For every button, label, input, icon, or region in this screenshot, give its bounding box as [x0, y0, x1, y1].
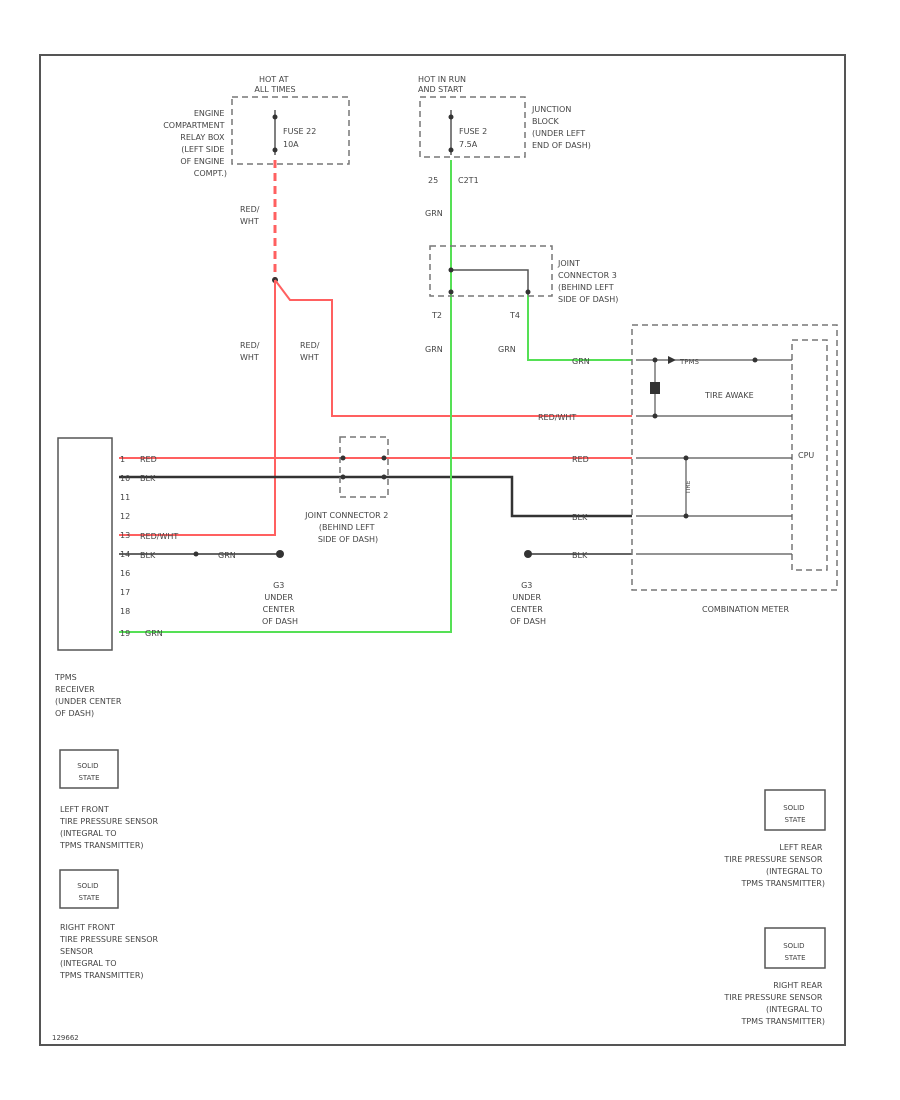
meter-cpu-box [791, 339, 828, 571]
tpms-pin-17: 17 [120, 588, 130, 597]
tpms-receiver-box [57, 437, 113, 651]
tpms-receiver-label: TPMS RECEIVER (UNDER CENTER OF DASH) [54, 673, 124, 718]
meter-node-1 [652, 357, 658, 363]
joint3-bus [451, 269, 529, 295]
red-meter-label: RED [572, 455, 589, 464]
t2-label: T2 [431, 311, 442, 320]
fuse2-node-top [448, 114, 454, 120]
meter-diode-icon [668, 356, 676, 364]
joint3-node-a [448, 267, 454, 273]
tpms-pin-14: 14 [120, 550, 130, 559]
meter-node-2 [652, 413, 658, 419]
tire-diode-label: TIRE [685, 480, 692, 495]
grn-d-label: GRN [572, 357, 590, 366]
hot-in-run-label: HOT IN RUN AND START [418, 75, 469, 94]
g3-left-ground-symbol [276, 550, 284, 558]
right-front-sensor-box [59, 869, 119, 909]
meter-node-4 [683, 513, 689, 519]
red-wire-to-meter [274, 279, 632, 417]
green-wire-to-meter [527, 295, 632, 361]
left-front-sensor-box-text: SOLID STATE [77, 762, 101, 782]
tpms-ground-node [193, 551, 199, 557]
tpms-pin-18: 18 [120, 607, 130, 616]
fuse2-node-bot [448, 147, 454, 153]
right-rear-sensor-label: RIGHT REAR TIRE PRESSURE SENSOR (INTEGRA… [723, 981, 825, 1026]
blk-meter-label: BLK [572, 513, 588, 522]
tpms-pin-16: 16 [120, 569, 130, 578]
tpms-blk-g-label: BLK [140, 551, 156, 560]
fuse22-label: FUSE 22 10A [283, 127, 319, 149]
grn-a-label: GRN [425, 209, 443, 218]
red-wht-top-label: RED/ WHT [240, 205, 262, 226]
diagram-frame [39, 54, 846, 1046]
joint-connector-2-label: JOINT CONNECTOR 2 (BEHIND LEFT SIDE OF D… [304, 511, 391, 544]
grn-b-label: GRN [425, 345, 443, 354]
left-rear-sensor-box [764, 789, 826, 831]
tpms-pin-12: 12 [120, 512, 130, 521]
tpms-pin-1: 1 [120, 455, 125, 464]
t4-label: T4 [509, 311, 520, 320]
tpms-redwht-label: RED/WHT [140, 532, 178, 541]
fuse22-node-top [272, 114, 278, 120]
g3-right-ground-symbol [524, 550, 532, 558]
right-front-sensor-label: RIGHT FRONT TIRE PRESSURE SENSOR SENSOR … [59, 923, 161, 980]
tpms-blk-label: BLK [140, 474, 156, 483]
joint2-node-d [381, 474, 387, 480]
tpms-pin-13: 13 [120, 531, 130, 540]
engine-relay-box-outline [231, 96, 350, 165]
left-rear-sensor-box-text: SOLID STATE [783, 804, 807, 824]
red-wht-a-label: RED/ WHT [240, 341, 262, 362]
right-rear-sensor-box [764, 927, 826, 969]
fuse2-label: FUSE 2 7.5A [459, 127, 490, 149]
left-front-sensor-label: LEFT FRONT TIRE PRESSURE SENSOR (INTEGRA… [59, 805, 161, 850]
right-front-sensor-box-text: SOLID STATE [77, 882, 101, 902]
meter-node-5 [752, 357, 758, 363]
tpms-grn-label: GRN [145, 629, 163, 638]
pin-25-label: 25 [428, 176, 438, 185]
joint3-node-c [525, 289, 531, 295]
junction-block-label: JUNCTION BLOCK (UNDER LEFT END OF DASH) [531, 105, 591, 150]
joint-connector-2-outline [339, 436, 389, 498]
junction-block-outline [419, 96, 526, 158]
diagram-code: 129662 [52, 1034, 79, 1042]
tpms-indicator-label: TPMS [679, 358, 700, 366]
g3-right-label: G3 UNDER CENTER OF DASH [510, 581, 546, 626]
tire-awake-label: TIRE AWAKE [704, 391, 754, 400]
tpms-pin-19: 19 [120, 629, 130, 638]
fuse22-node-bot [272, 147, 278, 153]
joint-connector-3-label: JOINT CONNECTOR 3 (BEHIND LEFT SIDE OF D… [557, 259, 619, 304]
pin-c2-label: C2T1 [458, 176, 479, 185]
combination-meter-outline [631, 324, 838, 591]
g3-left-label: G3 UNDER CENTER OF DASH [262, 581, 298, 626]
joint3-node-b [448, 289, 454, 295]
joint-connector-3-outline [429, 245, 553, 297]
black-signal-wire [119, 475, 632, 518]
meter-node-3 [683, 455, 689, 461]
tpms-pin-labels: 1 10 11 12 13 14 16 17 18 19 [120, 455, 130, 638]
red-wht-b-label: RED/ WHT [300, 341, 322, 362]
red-wire-to-tpms [119, 280, 276, 536]
meter-cpu-label: CPU [798, 451, 814, 460]
right-rear-sensor-box-text: SOLID STATE [783, 942, 807, 962]
grn-c-label: GRN [498, 345, 516, 354]
left-rear-sensor-label: LEFT REAR TIRE PRESSURE SENSOR (INTEGRAL… [723, 843, 825, 888]
tpms-pin-11: 11 [120, 493, 130, 502]
green-wire-main [119, 160, 452, 633]
engine-relay-box-label: ENGINE COMPARTMENT RELAY BOX (LEFT SIDE … [163, 109, 227, 178]
blk-g2-label: BLK [572, 551, 588, 560]
combination-meter-label: COMBINATION METER [702, 605, 789, 614]
meter-indicator-lamp [650, 382, 660, 394]
joint2-node-b [381, 455, 387, 461]
tpms-pin-10: 10 [120, 474, 130, 483]
left-front-sensor-box [59, 749, 119, 789]
joint2-node-a [340, 455, 346, 461]
hot-at-all-times-label: HOT AT ALL TIMES [254, 75, 295, 94]
joint2-node-c [340, 474, 346, 480]
tpms-red-label: RED [140, 455, 157, 464]
red-wht-meter-label: RED/WHT [538, 413, 576, 422]
grn-small-label: GRN [218, 551, 236, 560]
